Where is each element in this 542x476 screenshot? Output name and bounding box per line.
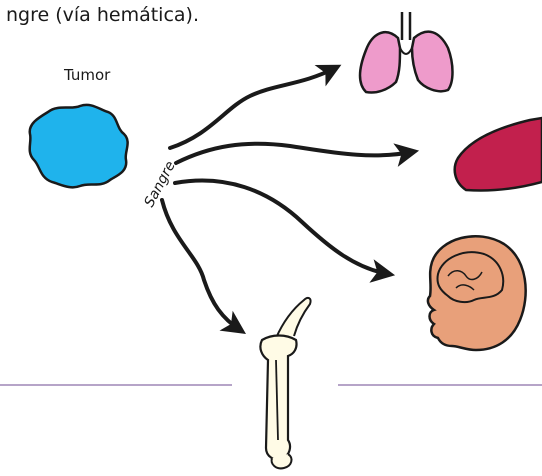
head-brain-icon xyxy=(428,236,526,350)
arrow-to-lungs xyxy=(170,68,335,148)
arrow-to-head xyxy=(175,181,388,274)
tumor-icon xyxy=(30,105,128,187)
sangre-label: Sangre xyxy=(141,159,178,210)
liver-icon xyxy=(455,118,542,191)
lungs-icon xyxy=(360,12,453,93)
arm-bone-icon xyxy=(260,298,310,468)
arrow-to-bone xyxy=(162,200,240,330)
arrow-to-liver xyxy=(176,144,412,163)
